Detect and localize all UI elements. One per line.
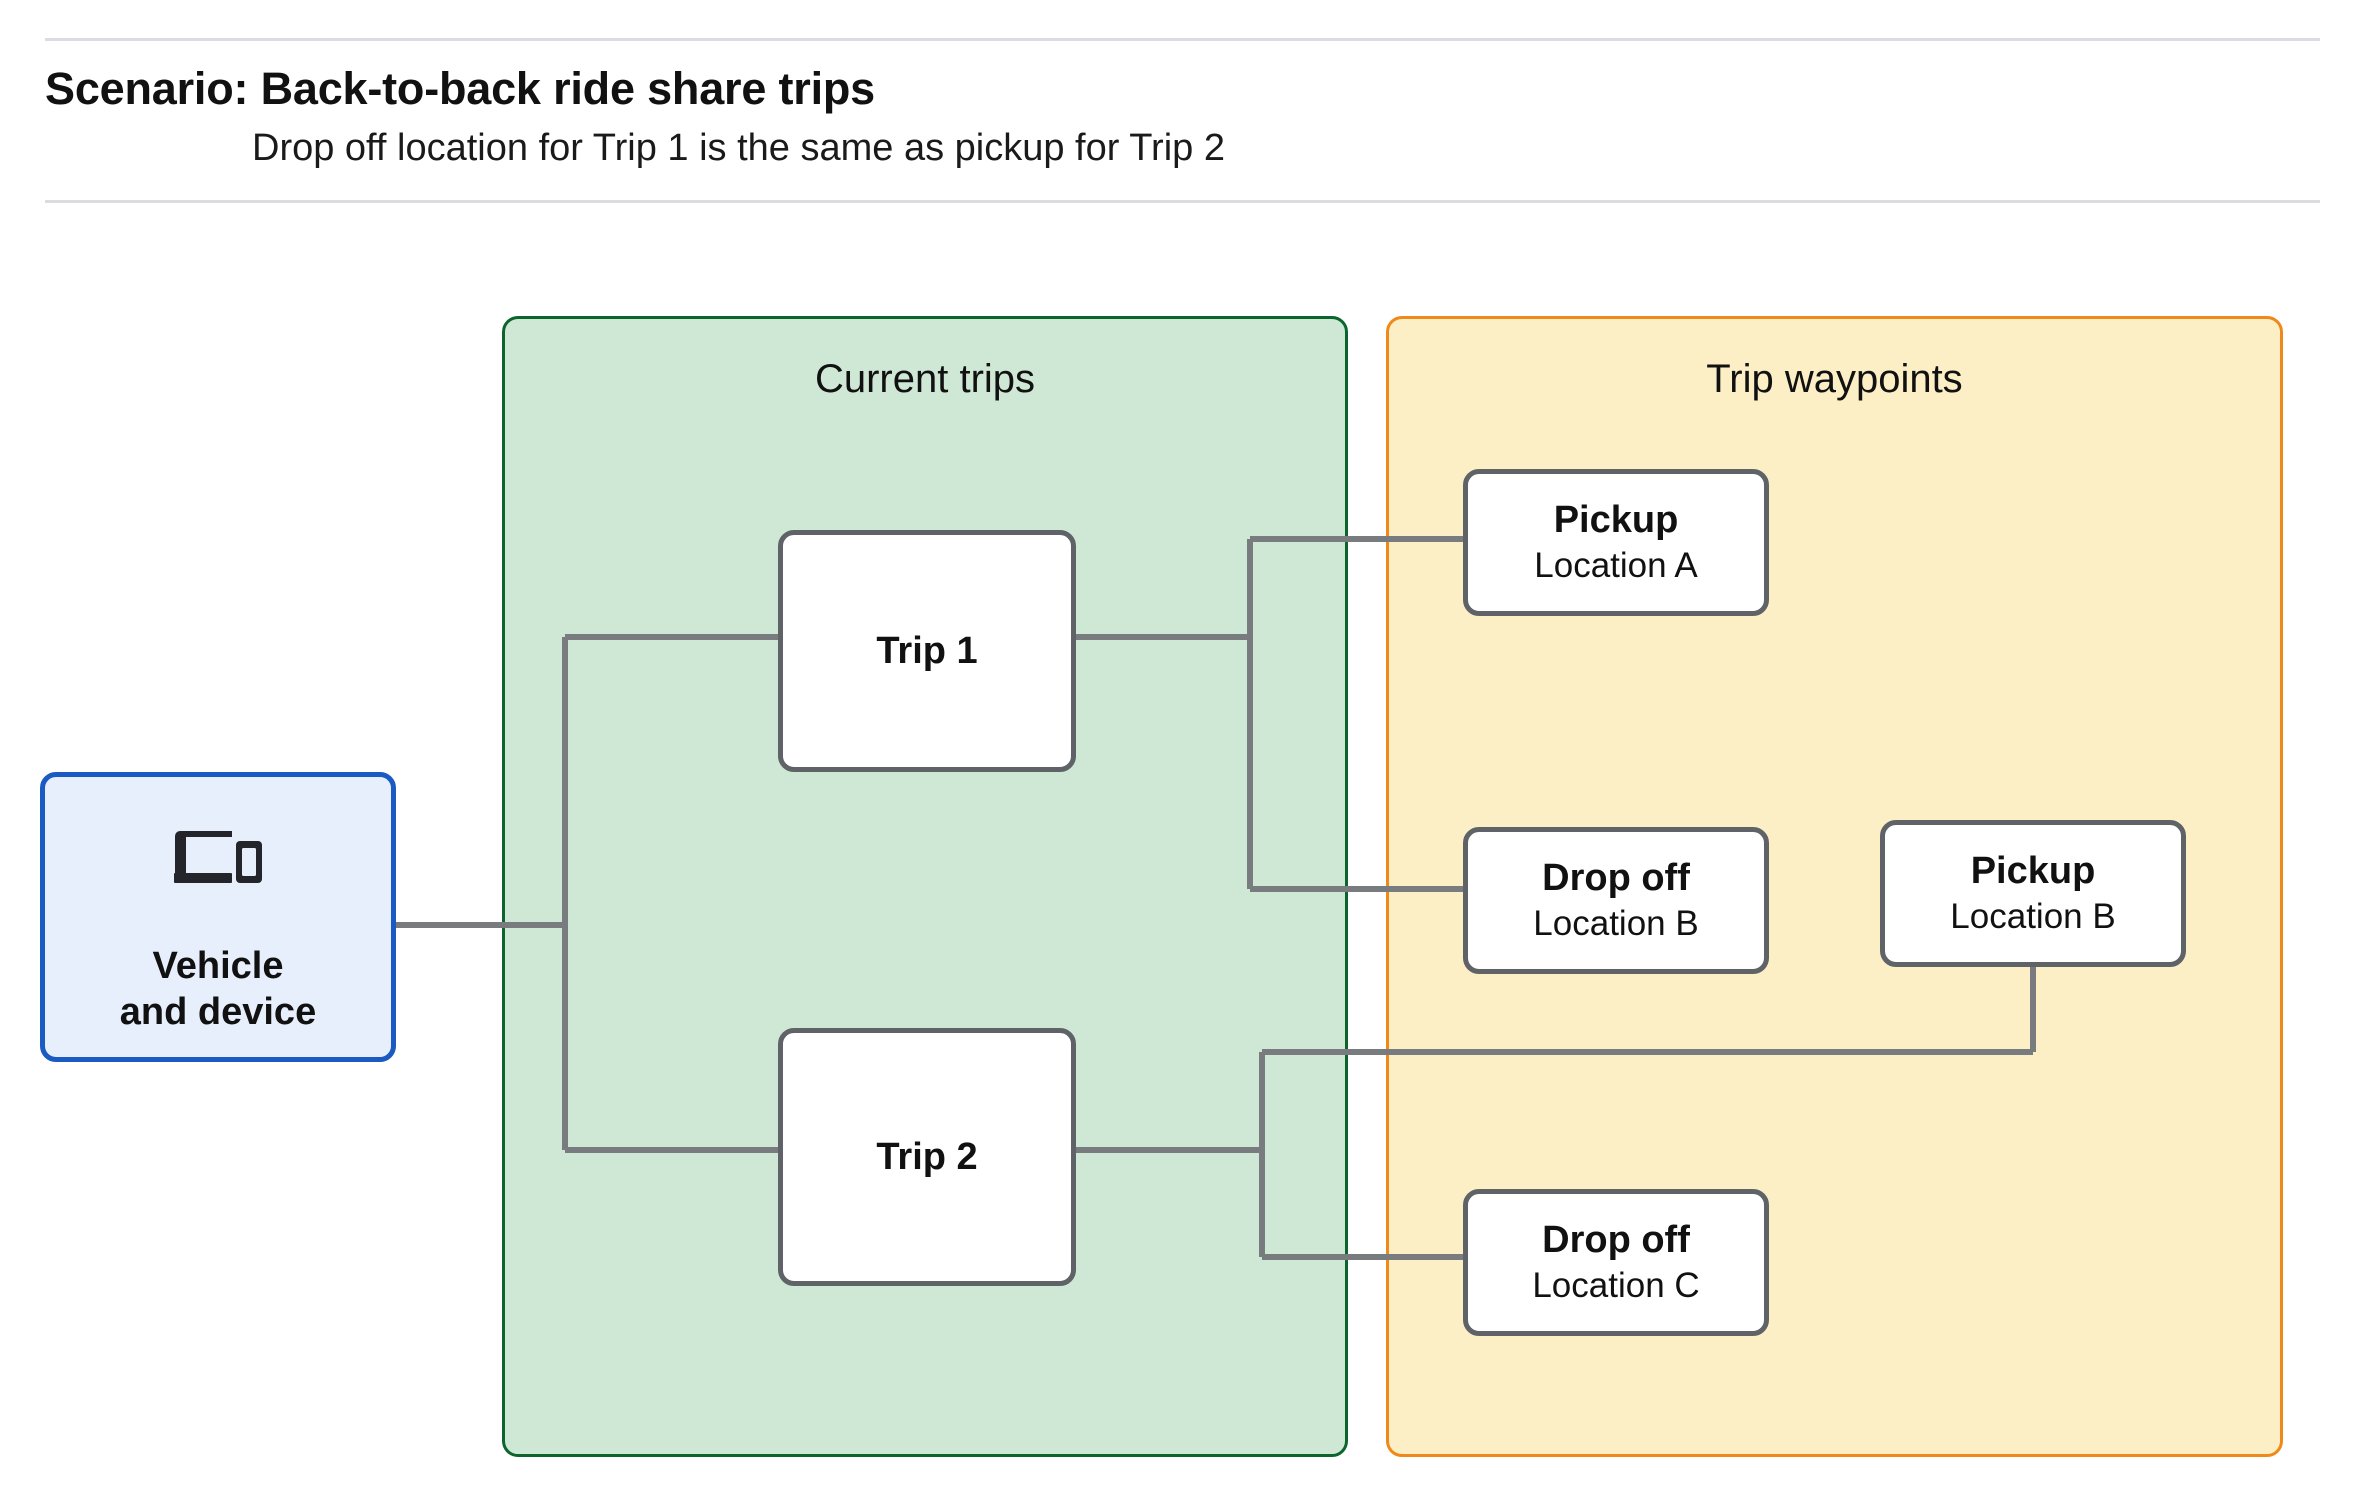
page-title: Scenario: Back-to-back ride share trips [45, 63, 875, 114]
node-trip-1-label: Trip 1 [876, 629, 978, 672]
group-trip-waypoints-title: Trip waypoints [1706, 357, 1963, 401]
node-dropoff-location-b[interactable]: Drop off Location B [1463, 827, 1769, 974]
node-trip-1[interactable]: Trip 1 [778, 530, 1076, 772]
node-pickup-a-location: Location A [1534, 546, 1698, 586]
group-current-trips-title: Current trips [814, 357, 1036, 401]
header-divider-bottom [45, 200, 2320, 203]
node-vehicle-and-device[interactable]: Vehicle and device [40, 772, 396, 1062]
header-text-block: Scenario: Back-to-back ride share trips … [45, 62, 2245, 172]
node-pickup-b-location: Location B [1950, 897, 2116, 937]
node-pickup-b-title: Pickup [1970, 849, 2096, 892]
node-vehicle-label: Vehicle and device [119, 945, 317, 1033]
node-trip-2-label: Trip 2 [876, 1135, 978, 1178]
node-trip-2[interactable]: Trip 2 [778, 1028, 1076, 1286]
node-dropoff-b-location: Location B [1533, 904, 1699, 944]
node-pickup-location-a[interactable]: Pickup Location A [1463, 469, 1769, 616]
node-dropoff-c-title: Drop off [1542, 1218, 1690, 1261]
node-dropoff-c-location: Location C [1532, 1266, 1700, 1306]
header-divider-top [45, 38, 2320, 41]
node-dropoff-location-c[interactable]: Drop off Location C [1463, 1189, 1769, 1336]
node-pickup-a-title: Pickup [1553, 498, 1679, 541]
page-subtitle: Drop off location for Trip 1 is the same… [252, 127, 1225, 170]
node-pickup-location-b[interactable]: Pickup Location B [1880, 820, 2186, 967]
devices-icon [170, 825, 266, 900]
node-dropoff-b-title: Drop off [1542, 856, 1690, 899]
